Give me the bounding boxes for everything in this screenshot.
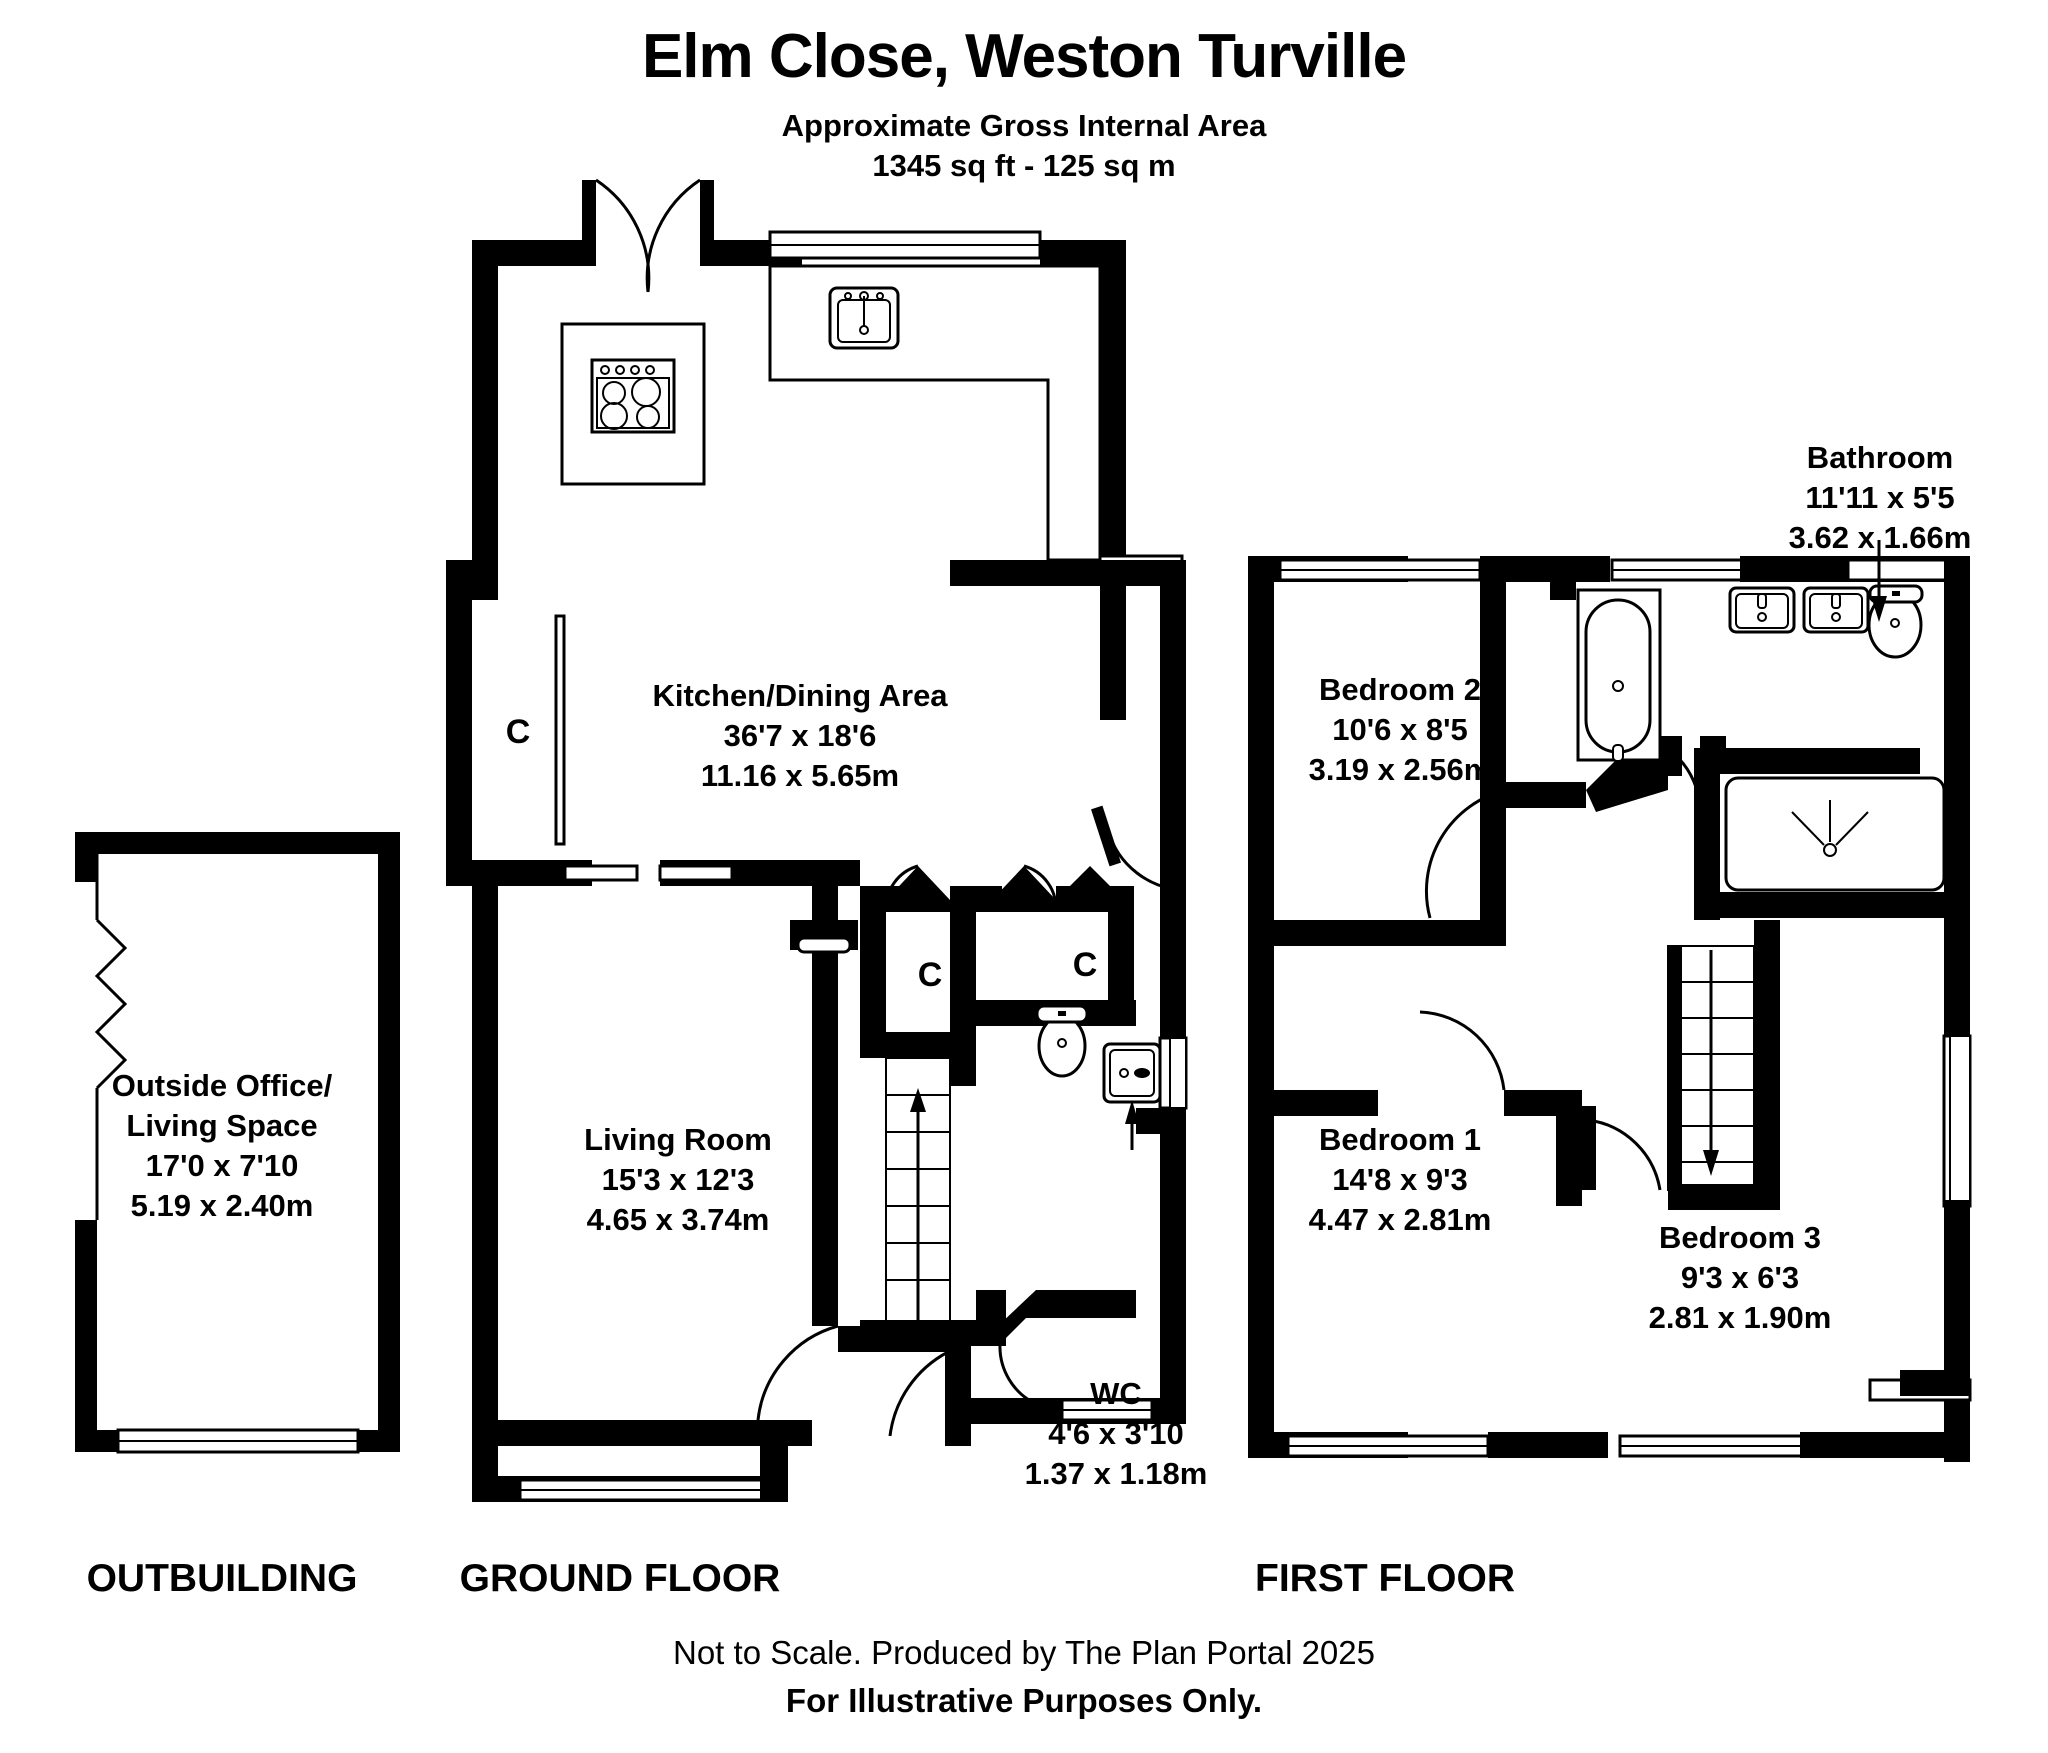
floor-label-first-floor: FIRST FLOOR bbox=[1255, 1557, 1515, 1600]
sink-left-icon bbox=[1728, 586, 1796, 634]
kitchen-sink-icon bbox=[828, 286, 900, 350]
room-dim-bedroom-3-metric: 2.81 x 1.90m bbox=[1648, 1300, 1832, 1335]
room-dim-living-room-imperial: 15'3 x 12'3 bbox=[601, 1162, 755, 1197]
room-dim-outside-office-metric: 5.19 x 2.40m bbox=[130, 1188, 314, 1223]
room-dim-wc-imperial: 4'6 x 3'10 bbox=[1048, 1416, 1184, 1451]
cupboard-hall-right-label: C bbox=[1072, 946, 1098, 984]
footer-attribution: Not to Scale. Produced by The Plan Porta… bbox=[673, 1634, 1375, 1671]
room-dim-wc-metric: 1.37 x 1.18m bbox=[1024, 1456, 1208, 1491]
room-dim-bedroom-1-imperial: 14'8 x 9'3 bbox=[1332, 1162, 1468, 1197]
room-dim-kitchen-dining-metric: 11.16 x 5.65m bbox=[700, 758, 900, 793]
floor-label-ground-floor: GROUND FLOOR bbox=[459, 1557, 781, 1600]
room-dim-living-room-metric: 4.65 x 3.74m bbox=[586, 1202, 770, 1237]
area-subtitle-line2: 1345 sq ft - 125 sq m bbox=[872, 148, 1176, 183]
room-label-bathroom: Bathroom bbox=[1806, 440, 1954, 475]
wc-fixtures bbox=[1035, 1004, 1162, 1104]
outbuilding-plan bbox=[75, 832, 400, 1454]
shower-tray-icon bbox=[1724, 776, 1946, 892]
hob-icon bbox=[590, 358, 676, 434]
cupboard-kitchen-label: C bbox=[505, 713, 531, 751]
ground-floor-plan bbox=[446, 178, 1188, 1502]
room-dim-bathroom-imperial: 11'11 x 5'5 bbox=[1805, 480, 1955, 515]
room-dim-bedroom-2-metric: 3.19 x 2.56m bbox=[1308, 752, 1492, 787]
area-subtitle-line1: Approximate Gross Internal Area bbox=[781, 108, 1267, 143]
page-title: Elm Close, Weston Turville bbox=[641, 22, 1407, 91]
room-dim-bathroom-metric: 3.62 x 1.66m bbox=[1788, 520, 1972, 555]
floor-label-outbuilding: OUTBUILDING bbox=[86, 1557, 358, 1600]
room-label-wc: WC bbox=[1090, 1376, 1142, 1411]
sink-right-icon bbox=[1802, 586, 1870, 634]
room-dim-bedroom-2-imperial: 10'6 x 8'5 bbox=[1332, 712, 1468, 747]
room-label-kitchen-dining: Kitchen/Dining Area bbox=[652, 678, 948, 713]
room-label-living-room: Living Room bbox=[584, 1122, 772, 1157]
staircase-ground bbox=[885, 1057, 951, 1329]
room-dim-bedroom-1-metric: 4.47 x 2.81m bbox=[1308, 1202, 1492, 1237]
room-label-outside-office-line2: Living Space bbox=[126, 1108, 318, 1143]
bathtub-icon bbox=[1576, 588, 1662, 762]
room-label-bedroom-3: Bedroom 3 bbox=[1659, 1220, 1821, 1255]
room-label-bedroom-2: Bedroom 2 bbox=[1319, 672, 1481, 707]
first-floor-plan bbox=[1248, 540, 1972, 1462]
room-dim-bedroom-3-imperial: 9'3 x 6'3 bbox=[1680, 1260, 1800, 1295]
cupboard-hall-left-label: C bbox=[917, 956, 943, 994]
room-dim-outside-office-imperial: 17'0 x 7'10 bbox=[145, 1148, 299, 1183]
footer-disclaimer: For Illustrative Purposes Only. bbox=[785, 1682, 1263, 1719]
room-dim-kitchen-dining-imperial: 36'7 x 18'6 bbox=[723, 718, 877, 753]
room-label-bedroom-1: Bedroom 1 bbox=[1319, 1122, 1481, 1157]
room-label-outside-office-line1: Outside Office/ bbox=[111, 1068, 333, 1103]
